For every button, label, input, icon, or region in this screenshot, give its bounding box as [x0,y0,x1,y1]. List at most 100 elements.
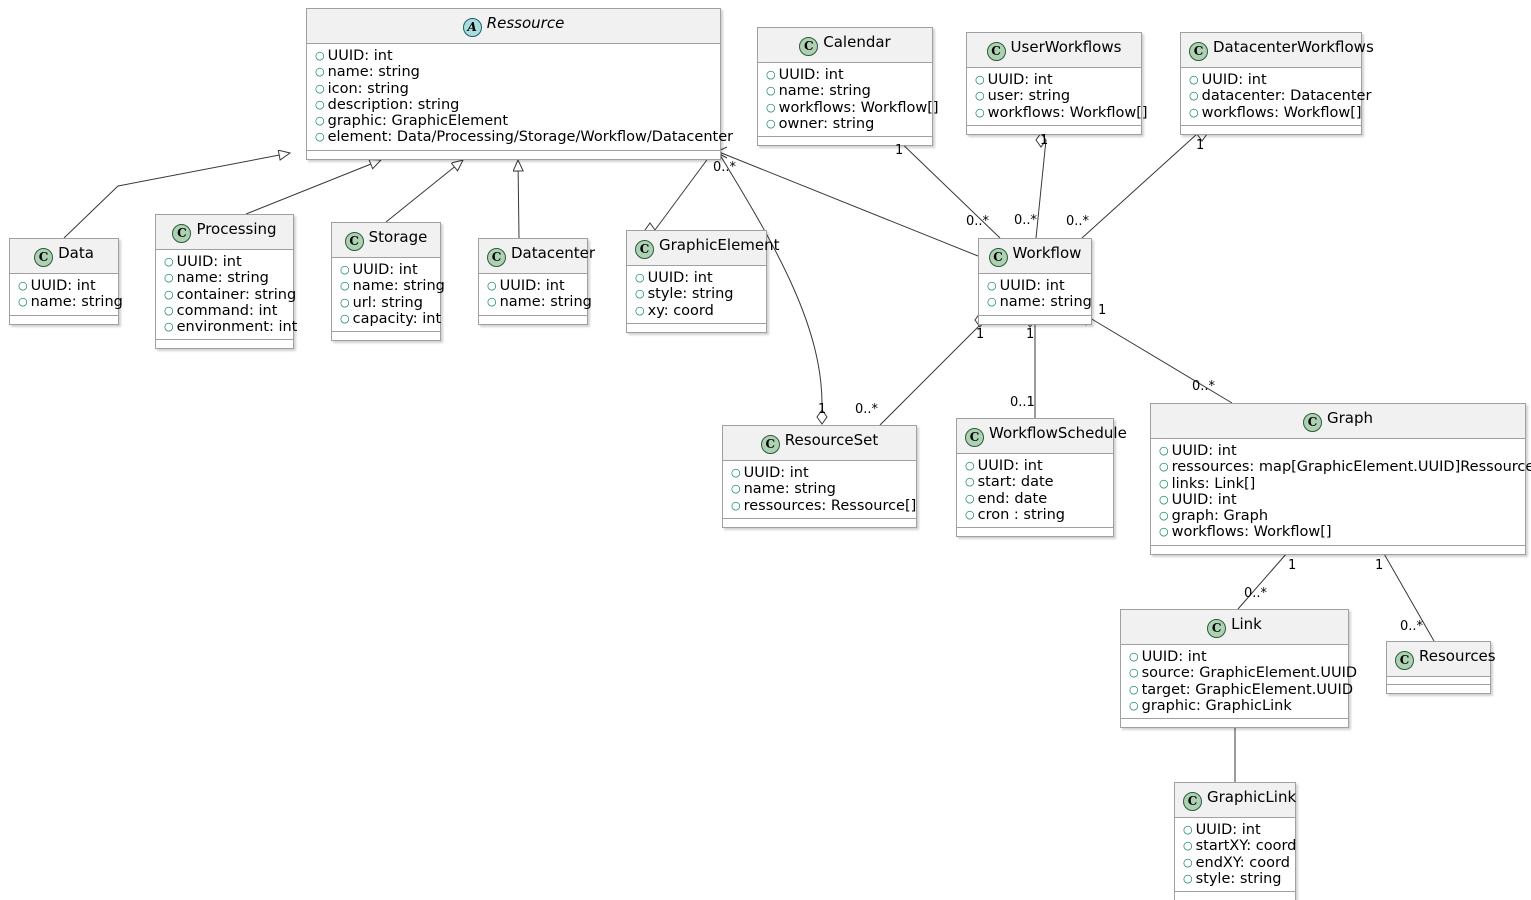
edge-processing-ressource [245,160,381,215]
class-name-data: Data [58,244,94,262]
visibility-public-icon: ○ [315,130,325,144]
class-methods-data [10,314,118,324]
multiplicity-label: 1 [1098,303,1107,318]
multiplicity-label: 0..* [966,214,990,229]
multiplicity-label: 1 [1375,558,1384,573]
attribute-text: style: string [647,286,734,303]
edge-datacenterworkflows-workflow [1081,133,1198,239]
attribute-row: ○UUID: int [731,465,910,481]
attribute-row: ○style: string [1183,871,1289,887]
attribute-text: ressources: map[GraphicElement.UUID]Ress… [1171,459,1531,476]
attribute-text: name: string [327,64,420,81]
attribute-text: name: string [778,83,871,100]
class-attributes-datacenter: ○UUID: int○name: string [479,274,592,315]
edge-userworkflows-workflow [1035,139,1047,239]
class-attributes-data: ○UUID: int○name: string [10,274,123,315]
attribute-text: workflows: Workflow[] [987,104,1148,121]
class-attributes-resources [1387,677,1490,684]
visibility-public-icon: ○ [315,97,325,111]
class-attributes-resourceset: ○UUID: int○name: string○ressources: Ress… [723,461,916,518]
attribute-row: ○xy: coord [635,303,760,319]
attribute-text: style: string [1195,870,1282,887]
attribute-row: ○workflows: Workflow[] [975,105,1148,121]
attribute-text: UUID: int [176,254,242,270]
attribute-text: links: Link[] [1171,475,1256,492]
attribute-row: ○UUID: int [18,278,112,294]
attribute-row: ○name: string [766,83,926,99]
class-name-datacenterworkflows: DatacenterWorkflows [1213,38,1374,56]
attribute-row: ○workflows: Workflow[] [766,100,939,116]
multiplicity-label: 1 [1288,558,1297,573]
class-name-graph: Graph [1326,409,1373,427]
attribute-text: user: string [987,88,1071,105]
class-name-datacenter: Datacenter [511,244,596,262]
attribute-row: ○name: string [487,294,592,310]
attribute-text: start: date [977,474,1054,491]
attribute-row: ○UUID: int [965,458,1107,474]
visibility-public-icon: ○ [315,81,325,95]
attribute-text: end: date [977,490,1048,507]
class-attributes-storage: ○UUID: int○name: string○url: string○capa… [332,258,445,332]
attribute-text: UUID: int [30,278,96,294]
attribute-row: ○UUID: int [1183,822,1289,838]
attribute-row: ○links: Link[] [1159,476,1519,492]
attribute-text: datacenter: Datacenter [1201,88,1372,105]
class-icon: C [799,37,819,56]
attribute-row: ○UUID: int [1159,443,1519,459]
attribute-text: UUID: int [987,72,1053,88]
visibility-public-icon: ○ [987,279,997,292]
attribute-text: UUID: int [1141,649,1207,665]
visibility-public-icon: ○ [965,459,975,472]
class-attributes-ressource: ○UUID: int○name: string○icon: string○des… [307,44,733,150]
visibility-public-icon: ○ [164,287,174,301]
visibility-public-icon: ○ [1183,871,1193,885]
multiplicity-label: 1 [1026,327,1035,342]
class-icon: C [988,248,1008,267]
attribute-text: name: string [743,481,836,498]
attribute-text: xy: coord [647,302,714,319]
visibility-public-icon: ○ [164,255,174,268]
class-methods-ressource [307,149,720,159]
class-methods-graph [1151,544,1525,554]
visibility-public-icon: ○ [1183,839,1193,853]
attribute-text: name: string [499,294,592,311]
class-methods-resources [1387,684,1490,693]
multiplicity-label: 1 [818,402,827,417]
attribute-text: UUID: int [1171,443,1237,459]
class-icon: C [1207,619,1227,638]
visibility-public-icon: ○ [1159,460,1169,474]
attribute-text: owner: string [778,115,875,132]
class-methods-graphiclink [1175,891,1295,900]
attribute-text: startXY: coord [1195,838,1297,855]
attribute-row: ○target: GraphicElement.UUID [1129,682,1353,698]
attribute-text: icon: string [327,80,409,97]
attribute-text: UUID: int [1171,491,1237,508]
attribute-text: UUID: int [778,67,844,83]
visibility-public-icon: ○ [1189,89,1199,103]
class-icon: C [1302,413,1322,432]
class-icon: C [1183,792,1202,811]
visibility-public-icon: ○ [487,279,497,292]
visibility-public-icon: ○ [164,320,174,334]
visibility-public-icon: ○ [1159,476,1169,490]
